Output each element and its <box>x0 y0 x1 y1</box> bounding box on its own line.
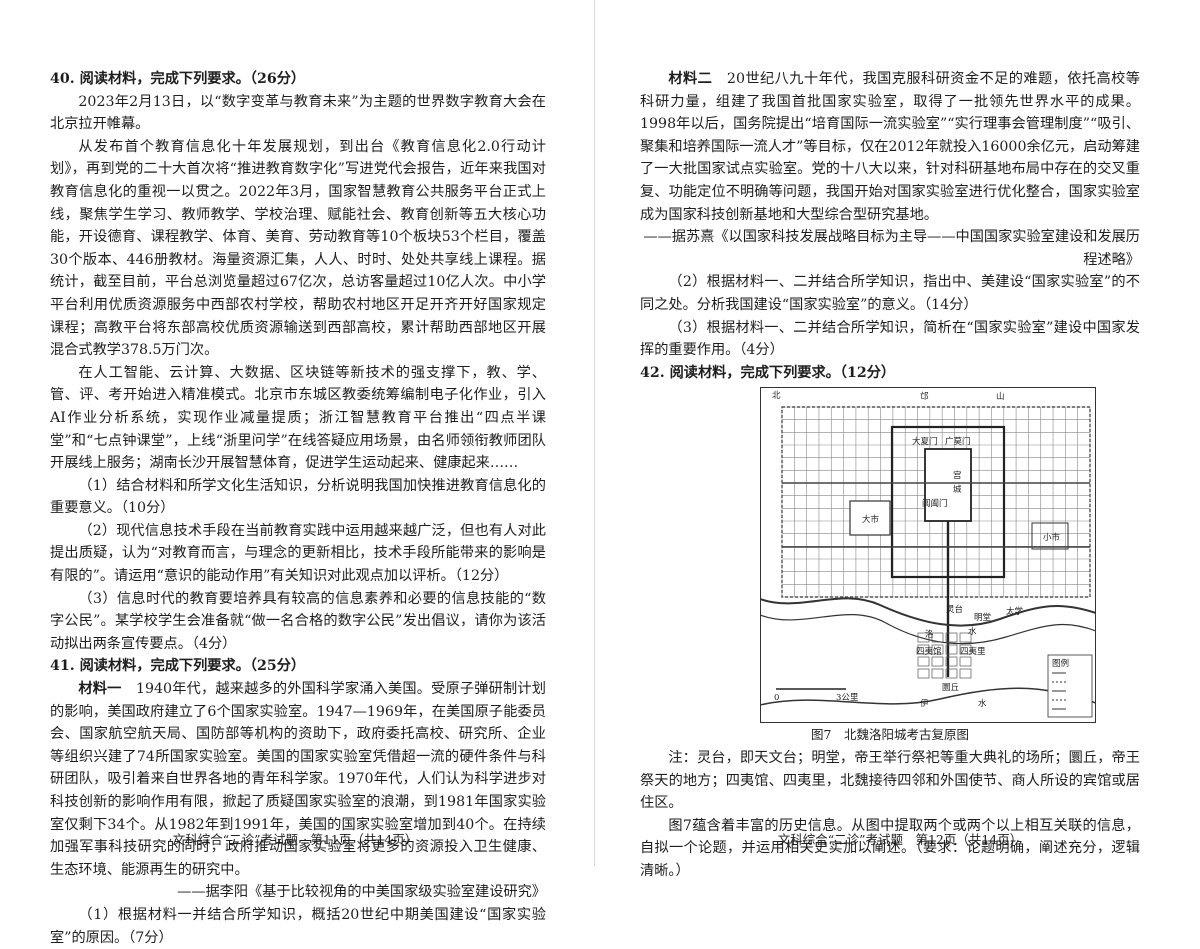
left-page-footer: 文科综合“二诊”考试题 第11页（共14页） <box>172 832 418 847</box>
q41-subquestion-2: （2）根据材料一、二并结合所学知识，指出中、美建设“国家实验室”的不同之处。分析… <box>640 274 1140 313</box>
right-page: 材料二 20世纪八九十年代，我国克服科研资金不足的难题，依托高校等科研力量，组建… <box>600 0 1200 879</box>
map-shui-label: 水 <box>968 627 977 638</box>
q41-subquestion-3: （3）根据材料一、二并结合所学知识，简析在“国家实验室”建设中国家发挥的重要作用… <box>640 319 1140 359</box>
material-2-text: 20世纪八九十年代，我国克服科研资金不足的难题，依托高校等科研力量，组建了我国首… <box>640 71 1140 223</box>
map-mang-label: 邙 <box>920 392 929 403</box>
q40-paragraph-2: 从发布首个教育信息化十年发展规划，到出台《教育信息化2.0行动计划》，再到党的二… <box>50 138 546 359</box>
map-shui2-label: 水 <box>978 699 987 710</box>
material-1-text: 1940年代，越来越多的外国科学家涌入美国。受原子弹研制计划的影响，美国政府建立… <box>50 681 546 878</box>
map-southern-ward <box>945 668 958 679</box>
left-column: 40. 阅读材料，完成下列要求。（26分） 2023年2月13日，以“数字变革与… <box>50 68 546 949</box>
map-southern-ward <box>917 644 930 655</box>
map-southern-ward <box>917 668 930 679</box>
map-changhemen-label: 阊阖门 <box>922 499 948 510</box>
map-southern-ward <box>917 656 930 667</box>
map-north-label: 北 <box>772 391 781 402</box>
left-page: 40. 阅读材料，完成下列要求。（26分） 2023年2月13日，以“数字变革与… <box>0 0 590 946</box>
map-southern-ward <box>959 632 972 643</box>
map-southern-ward <box>931 644 944 655</box>
question-41-title: 41. 阅读材料，完成下列要求。（25分） <box>50 658 306 675</box>
page-gutter <box>594 0 595 866</box>
map-luo-label: 洛 <box>925 630 934 641</box>
q41-subquestion-1: （1）根据材料一并结合所学知识，概括20世纪中期美国建设“国家实验室”的原因。（… <box>50 906 546 946</box>
map-guangmomen-label: 广莫门 <box>945 437 971 448</box>
map-yuanqiu-label: 圜丘 <box>942 683 960 694</box>
question-42-task: 图7蕴含着丰富的历史信息。从图中提取两个或两个以上相互关联的信息，自拟一个论题，… <box>640 817 1140 879</box>
material-2-source: ——据苏熹《以国家科技发展战略目标为主导——中国国家实验室建设和发展历程述略》 <box>643 229 1140 268</box>
map-dashi-label: 大市 <box>862 515 880 526</box>
q40-paragraph-1: 2023年2月13日，以“数字变革与教育未来”为主题的世界数字教育大会在北京拉开… <box>50 93 546 133</box>
map-cheng-label: 城 <box>953 485 962 496</box>
map-scale-0-label: 0 <box>774 693 780 704</box>
map-frame <box>760 387 1096 724</box>
map-dahamen-label: 大夏门 <box>912 437 938 448</box>
map-xiaoshi-label: 小市 <box>1043 533 1061 544</box>
map-lingtai-label: 灵台 <box>946 605 964 616</box>
luoyang-map-figure: 北 邙 山 大夏门 广莫门 宫 城 大市 小市 阊阖门 洛 水 伊 水 灵台 明… <box>760 387 1096 724</box>
map-siyili-label: 四夷里 <box>960 647 986 658</box>
q40-subquestion-3: （3）信息时代的教育要培养具有较高的信息素养和必要的信息技能的“数字公民”。某学… <box>50 590 546 652</box>
map-scale-3km-label: 3公里 <box>836 693 859 704</box>
right-column: 材料二 20世纪八九十年代，我国克服科研资金不足的难题，依托高校等科研力量，组建… <box>640 68 1140 882</box>
q41-material-1: 材料一 1940年代，越来越多的外国科学家涌入美国。受原子弹研制计划的影响，美国… <box>50 678 546 881</box>
question-42-title: 42. 阅读材料，完成下列要求。（12分） <box>640 364 896 381</box>
map-southern-ward <box>931 656 944 667</box>
map-legend-title: 图例 <box>1052 659 1070 670</box>
map-luo-river-bank <box>760 614 1096 645</box>
map-yi-label: 伊 <box>920 699 929 710</box>
map-yi-river <box>760 687 1096 707</box>
map-luo-river <box>760 597 1096 627</box>
map-big-market <box>849 500 891 536</box>
map-southern-ward <box>917 632 930 643</box>
map-southern-ward <box>959 656 972 667</box>
map-southern-ward <box>931 668 944 679</box>
material-1-source: ——据李阳《基于比较视角的中美国家级实验室建设研究》 <box>177 884 546 901</box>
map-taixue-label: 太学 <box>1006 607 1024 618</box>
map-mingtang-label: 明堂 <box>974 613 992 624</box>
map-southern-ward <box>945 644 958 655</box>
map-note: 注：灵台，即天文台；明堂，帝王举行祭祀等重大典礼的场所；圜丘，帝王祭天的地方；四… <box>640 749 1140 812</box>
map-southern-ward <box>959 668 972 679</box>
map-outer-city-wall <box>781 406 1091 599</box>
luoyang-map <box>760 387 1096 724</box>
map-southern-ward <box>945 656 958 667</box>
map-legend-box <box>1047 654 1093 718</box>
right-page-footer: 文科综合“二诊”考试题 第12页（共14页） <box>777 832 1023 847</box>
q40-subquestion-1: （1）结合材料和所学文化生活知识，分析说明我国加快推进教育信息化的重要意义。（1… <box>50 477 546 517</box>
map-mountain-label: 山 <box>996 392 1005 403</box>
map-small-market <box>1031 522 1069 550</box>
question-40-title: 40. 阅读材料，完成下列要求。（26分） <box>50 71 306 87</box>
map-siyiguan-label: 四夷馆 <box>916 647 942 658</box>
map-southern-ward <box>931 632 944 643</box>
q41-material-2: 材料二 20世纪八九十年代，我国克服科研资金不足的难题，依托高校等科研力量，组建… <box>640 68 1140 226</box>
material-1-label: 材料一 <box>78 681 122 698</box>
figure-7-caption: 图7 北魏洛阳城考古复原图 <box>811 727 969 743</box>
map-palace-city <box>924 448 972 523</box>
q40-subquestion-2: （2）现代信息技术手段在当前教育实践中运用越来越广泛，但也有人对此提出质疑，认为… <box>50 522 546 585</box>
map-southern-ward <box>945 632 958 643</box>
material-2-label: 材料二 <box>668 71 713 87</box>
map-southern-ward <box>959 644 972 655</box>
q40-paragraph-3: 在人工智能、云计算、大数据、区块链等新技术的强支撑下，教、学、管、评、考开始进入… <box>50 364 546 472</box>
map-gong-label: 宫 <box>953 471 962 482</box>
